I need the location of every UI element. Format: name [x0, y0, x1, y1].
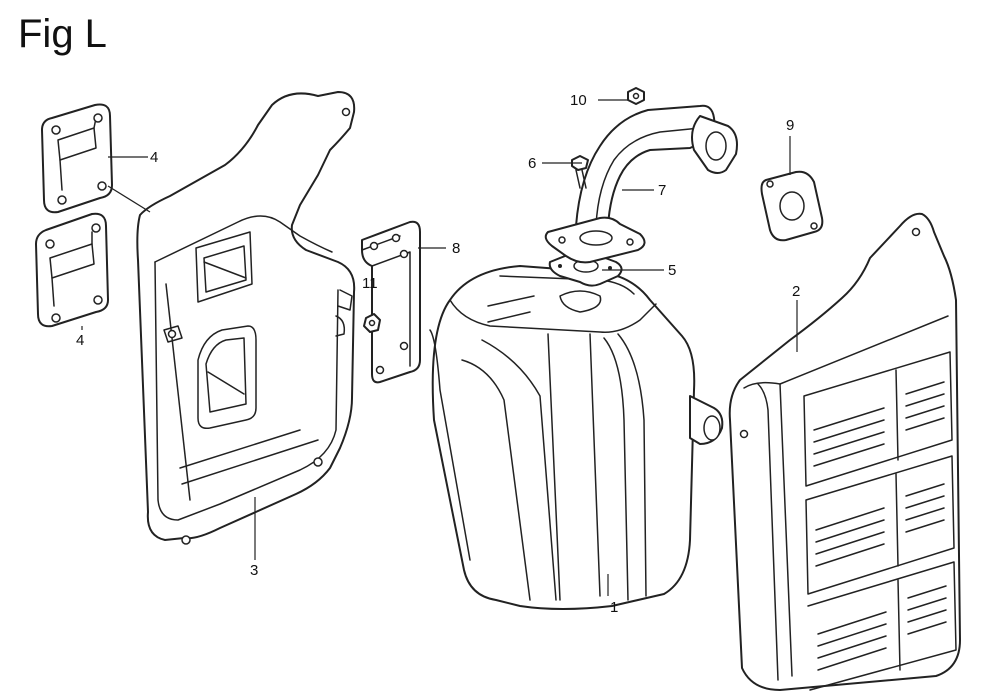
callout-2: 2	[792, 283, 800, 300]
part-8-bracket	[361, 220, 421, 384]
callout-4-upper: 4	[150, 149, 158, 166]
part-4-lower-plate	[35, 212, 109, 328]
callout-4-lower: 4	[76, 332, 84, 349]
part-4-upper-plate	[41, 103, 113, 214]
figure-title: Fig L	[18, 12, 107, 56]
callout-11: 11	[362, 275, 378, 292]
callout-10: 10	[570, 92, 587, 109]
callout-5: 5	[668, 262, 676, 279]
leader-lines	[81, 99, 798, 596]
part-2-muffler-cover	[728, 212, 961, 691]
part-6-bolt	[571, 155, 589, 189]
part-10-nut	[627, 87, 645, 105]
callout-8: 8	[452, 240, 460, 257]
part-7-exhaust-pipe	[544, 104, 738, 264]
callout-6: 6	[528, 155, 536, 172]
callout-9: 9	[786, 117, 794, 134]
callout-3: 3	[250, 562, 258, 579]
part-11-nut	[363, 313, 381, 333]
part-3-muffler-protector	[136, 91, 356, 545]
callout-1: 1	[610, 599, 618, 616]
callout-7: 7	[658, 182, 666, 199]
part-1-muffler	[429, 265, 724, 610]
part-9-flange-gasket	[760, 170, 824, 242]
